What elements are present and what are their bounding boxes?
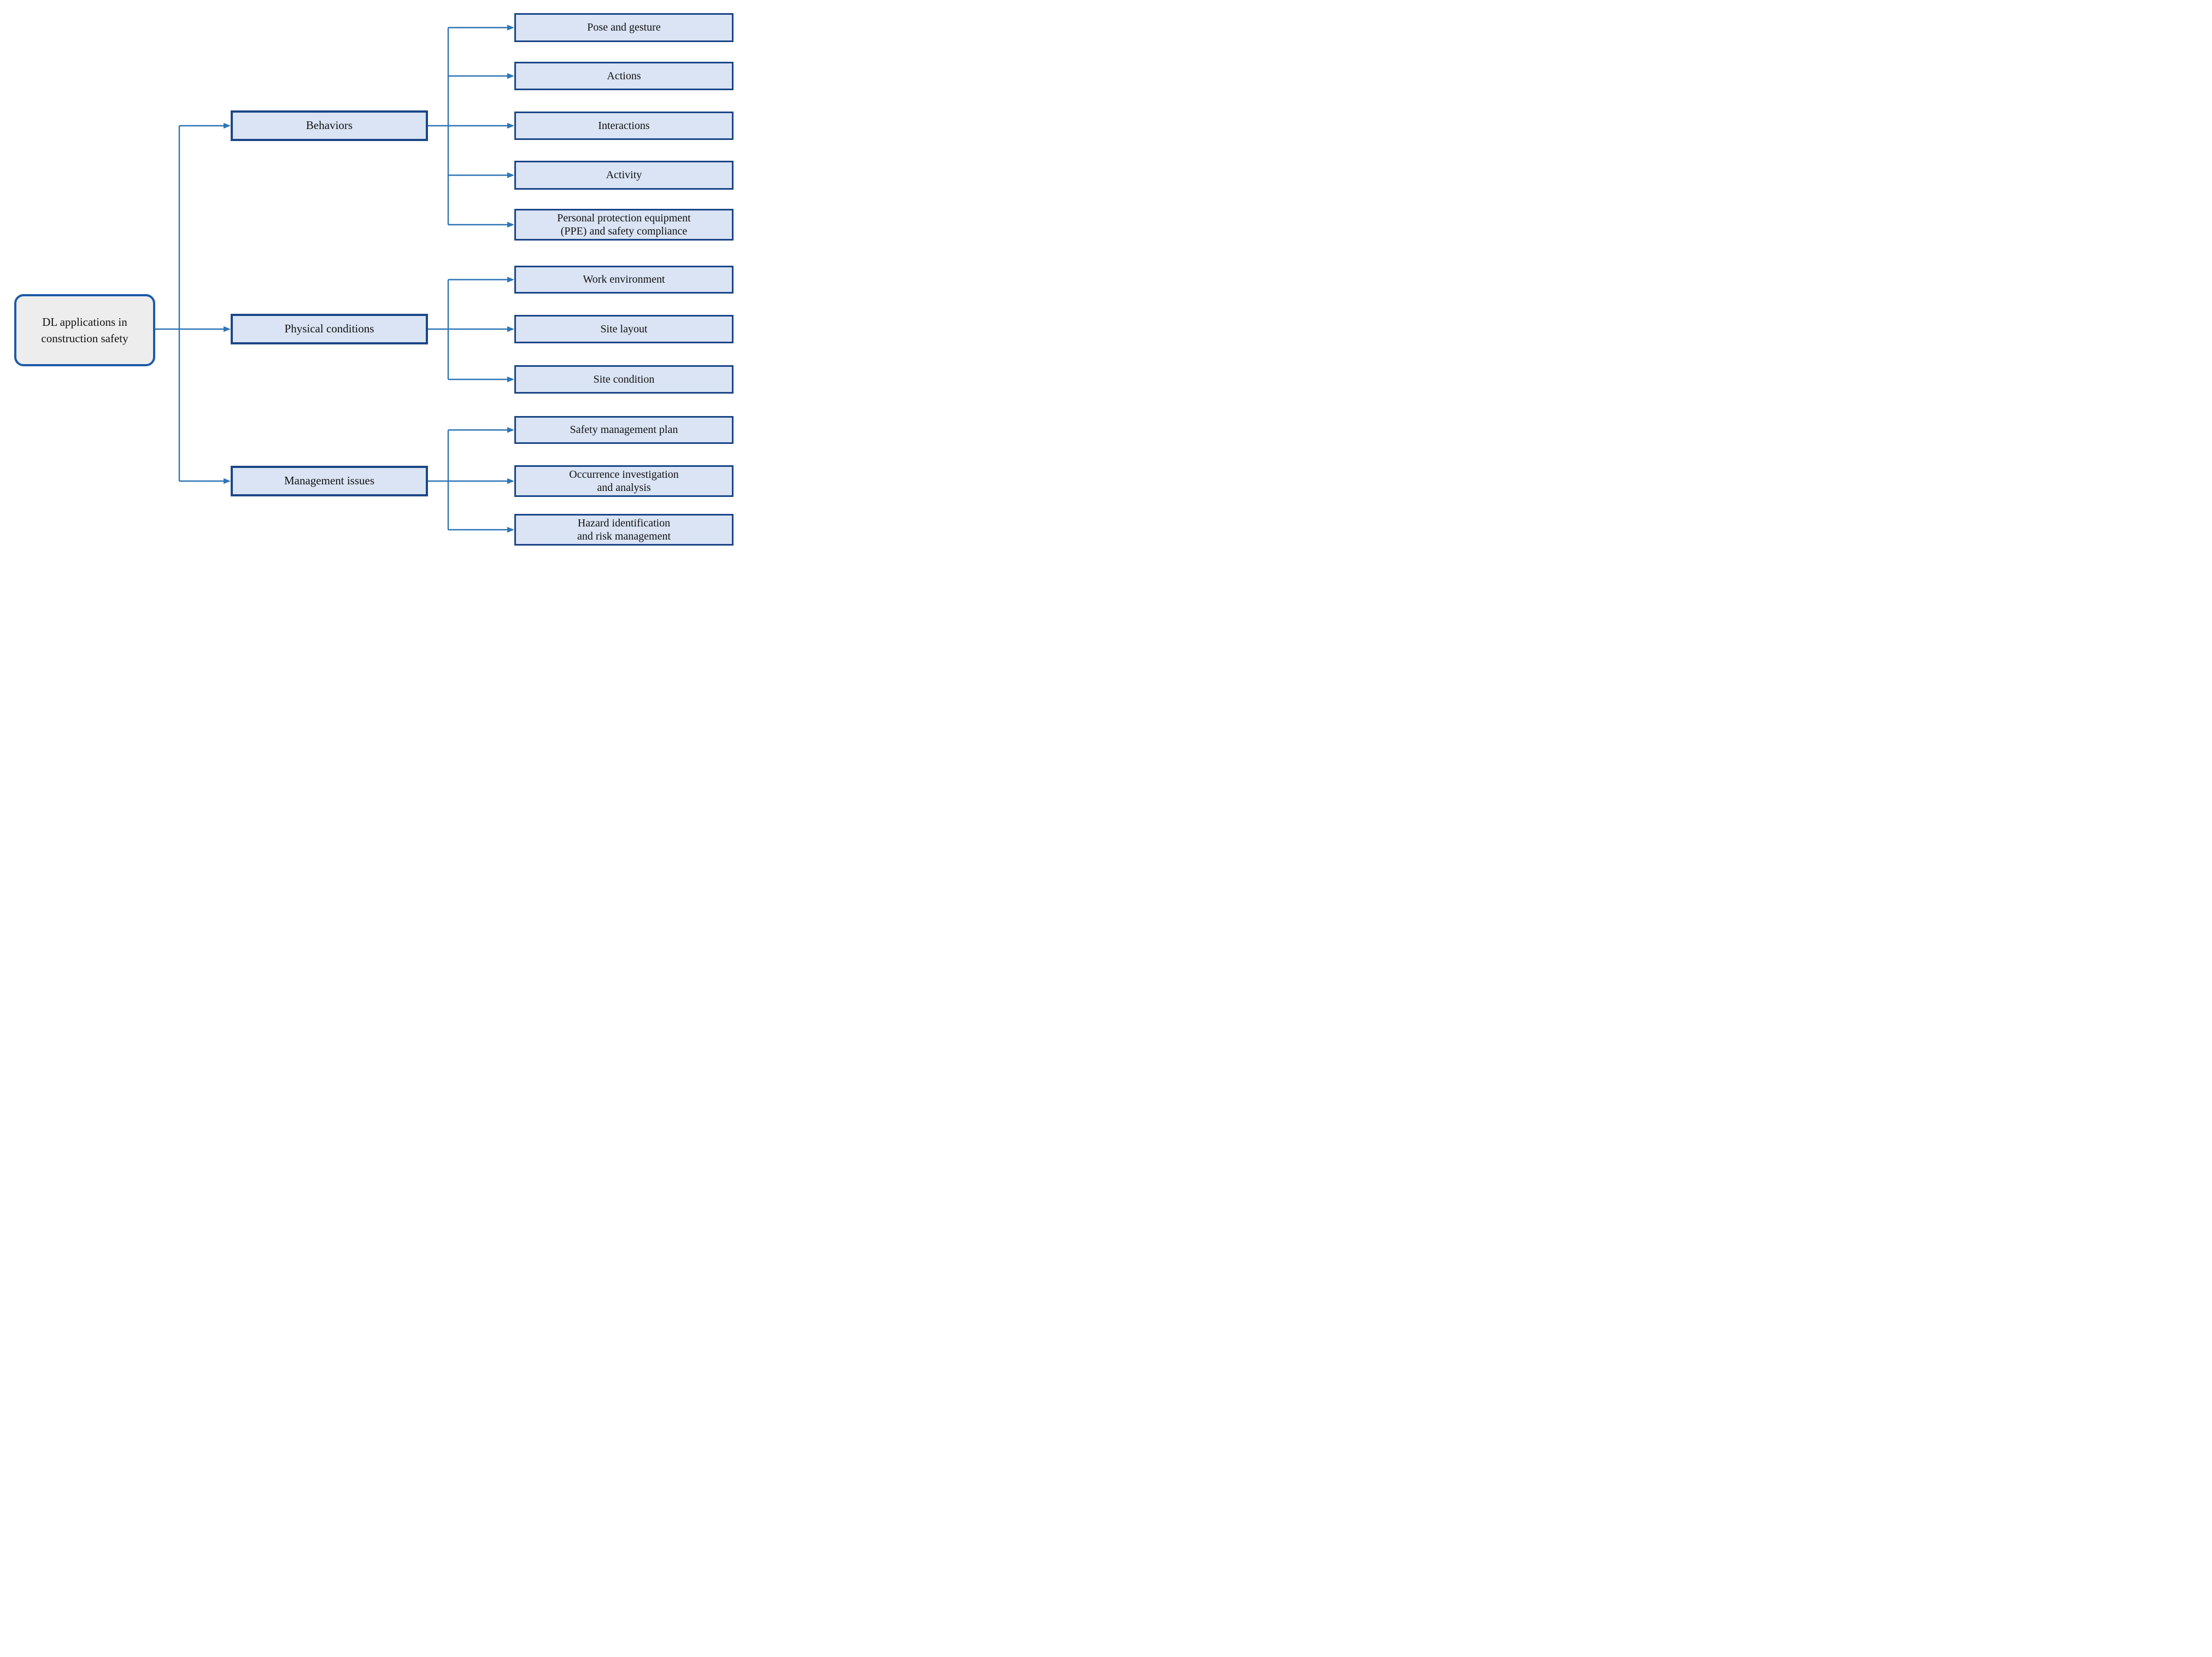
arrowhead-site-layout	[507, 326, 514, 332]
arrowhead-physical	[224, 326, 231, 332]
node-ppe-safety-compliance: Personal protection equipment (PPE) and …	[514, 209, 734, 241]
arrowhead-actions	[507, 73, 514, 79]
dl-construction-safety-diagram: DL applications in construction safety B…	[0, 0, 737, 552]
node-physical-conditions: Physical conditions	[231, 314, 428, 344]
node-occurrence-investigation: Occurrence investigation and analysis	[514, 465, 734, 497]
node-pose-and-gesture: Pose and gesture	[514, 13, 734, 42]
node-safety-management-plan: Safety management plan	[514, 416, 734, 444]
node-actions: Actions	[514, 62, 734, 90]
arrowhead-activity	[507, 172, 514, 178]
arrowhead-management	[224, 478, 231, 484]
arrowhead-safety-plan	[507, 427, 514, 433]
node-interactions: Interactions	[514, 112, 734, 140]
node-hazard-identification: Hazard identification and risk managemen…	[514, 514, 734, 546]
node-management-issues: Management issues	[231, 466, 428, 496]
node-work-environment: Work environment	[514, 266, 734, 294]
node-site-condition: Site condition	[514, 365, 734, 394]
arrowhead-hazard	[507, 526, 514, 533]
arrowhead-interactions	[507, 122, 514, 129]
node-root: DL applications in construction safety	[14, 294, 155, 366]
arrowhead-occurrence	[507, 478, 514, 484]
arrowhead-work-environment	[507, 277, 514, 283]
node-site-layout: Site layout	[514, 315, 734, 343]
node-activity: Activity	[514, 161, 734, 190]
arrowhead-behaviors	[224, 122, 231, 129]
arrowhead-ppe	[507, 221, 514, 228]
arrowhead-site-condition	[507, 376, 514, 383]
arrowhead-pose	[507, 25, 514, 31]
node-behaviors: Behaviors	[231, 110, 428, 141]
